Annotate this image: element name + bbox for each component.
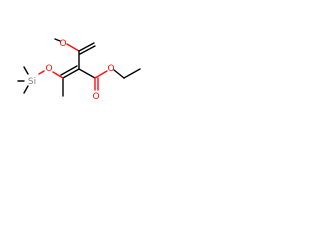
atom-o-silyl: O: [45, 64, 52, 74]
bond-si-me-bottom: [23, 85, 29, 94]
bond-o-si: [38, 70, 45, 75]
bond-methyl-o: [54, 38, 61, 42]
atom-o-methoxy: O: [59, 39, 66, 49]
bond-center-carbonyl: [78, 68, 96, 79]
bond-vinyl-ch2-2: [79, 45, 96, 55]
bond-alkene-o-silyl: [52, 71, 64, 79]
atom-o-ester: O: [107, 64, 114, 74]
bond-ch2-ch3: [123, 68, 141, 79]
bond-alkene-2: [60, 65, 78, 76]
structure-diagram: O O Si O O: [0, 0, 152, 152]
bond-vinyl-ch2-1: [78, 42, 95, 52]
bond-alkene-1: [62, 68, 80, 79]
atom-si: Si: [28, 77, 36, 87]
molecule-structure: O O Si O O: [17, 38, 141, 102]
atom-o-carbonyl: O: [92, 92, 99, 102]
bond-c-o-ester: [94, 70, 108, 79]
bond-si-me-top: [23, 66, 29, 75]
bond-o-ch2: [113, 69, 125, 79]
bond-o-vinylc-methoxy: [66, 43, 80, 52]
